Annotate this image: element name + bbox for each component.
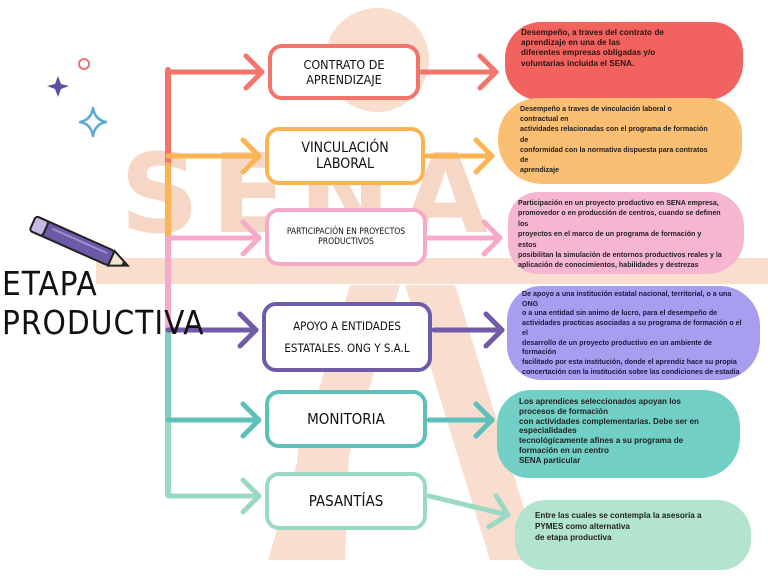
sparkle-icon <box>78 106 108 138</box>
description-participacion: Participación en un proyecto productivo … <box>508 192 744 274</box>
box-label: PASANTÍAS <box>308 492 384 510</box>
box-label: MONITORIA <box>307 410 385 428</box>
arrow-head-icon <box>243 53 265 91</box>
arrow-head-icon <box>237 311 259 349</box>
box-pasantias: PASANTÍAS <box>265 472 427 530</box>
description-contrato: Desempeño, a traves del contrato de apre… <box>505 22 743 100</box>
description-vinculacion: Desempeño a traves de vinculación labora… <box>498 98 742 184</box>
arrow-head-icon <box>240 219 262 257</box>
arrow-head-icon <box>481 219 503 257</box>
box-apoyo-entidades: APOYO A ENTIDADES ESTATALES. ONG Y S.A.L <box>262 302 432 372</box>
star-icon <box>47 76 69 97</box>
box-monitoria: MONITORIA <box>265 390 427 448</box>
arrow-head-icon <box>473 137 495 175</box>
box-contrato-aprendizaje: CONTRATO DE APRENDIZAJE <box>268 44 420 100</box>
box-label: APOYO A ENTIDADES ESTATALES. ONG Y S.A.L <box>284 319 410 355</box>
box-vinculacion-laboral: VINCULACIÓN LABORAL <box>265 127 425 185</box>
arrow-head-icon <box>483 311 505 349</box>
box-label: VINCULACIÓN LABORAL <box>301 140 389 172</box>
box-label: PARTICIPACIÓN EN PROYECTOS PRODUCTIVOS <box>286 227 406 247</box>
arrow-head-icon <box>240 477 262 515</box>
arrow-head-icon <box>240 137 262 175</box>
box-participacion-proyectos: PARTICIPACIÓN EN PROYECTOS PRODUCTIVOS <box>265 208 427 266</box>
description-pasantias: Entre las cuales se contempla la asesorí… <box>515 500 751 570</box>
pencil-icon <box>29 215 131 267</box>
arrow-head-icon <box>477 53 499 91</box>
description-apoyo: De apoyo a una institución estatal nacio… <box>507 286 760 380</box>
circle-icon <box>78 58 90 70</box>
description-monitoria: Los aprendices seleccionados apoyan los … <box>497 390 740 478</box>
arrow-head-icon <box>486 493 511 530</box>
description-arrow-line <box>426 493 511 518</box>
arrow-head-icon <box>240 401 262 439</box>
page-title: ETAPA PRODUCTIVA <box>2 264 205 342</box>
arrow-head-icon <box>473 401 495 439</box>
box-label: CONTRATO DE APRENDIZAJE <box>303 57 385 87</box>
connectors <box>165 53 511 530</box>
